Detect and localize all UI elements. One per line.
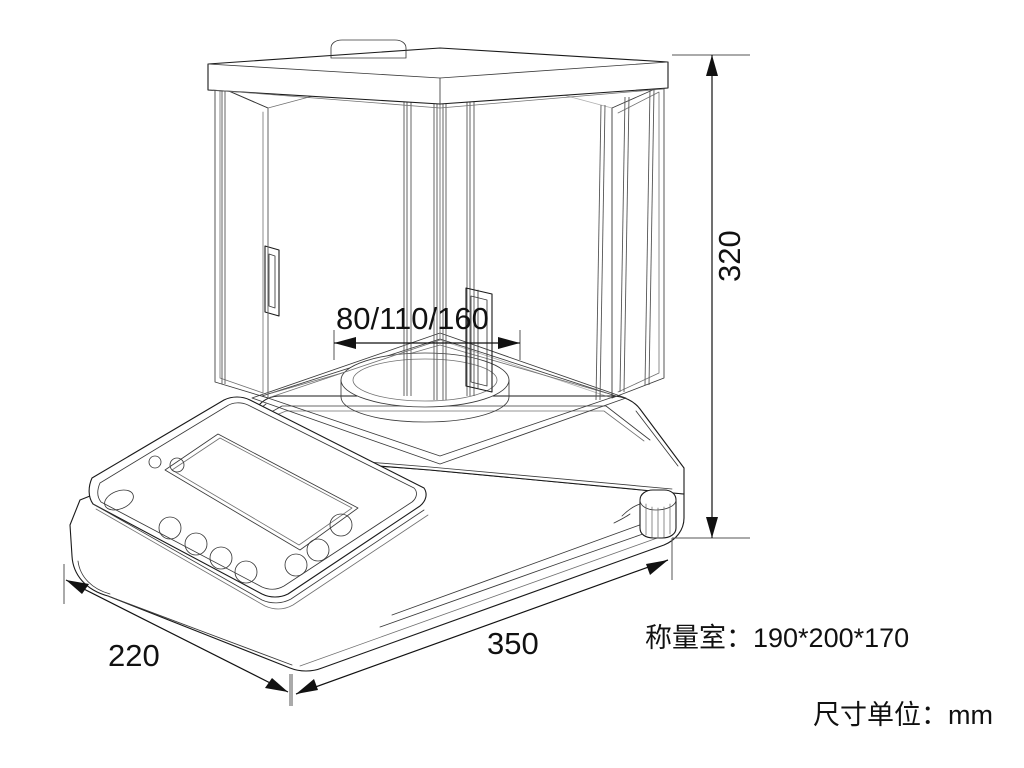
door-handle (264, 245, 280, 317)
control-panel (88, 396, 429, 610)
dimension-label-pan: 80/110/160 (336, 301, 489, 336)
dimension-depth (63, 564, 291, 706)
top-cover-handle (330, 39, 407, 59)
shield-post-right-rear (595, 88, 655, 401)
note-weighing-chamber: 称量室：190*200*170 (645, 623, 910, 653)
note-dimension-unit: 尺寸单位：mm (813, 700, 993, 730)
dimension-height (672, 54, 750, 539)
dimension-label-depth: 220 (108, 638, 160, 673)
shield-post-front-center (433, 79, 447, 400)
dimension-label-width: 350 (487, 626, 539, 661)
dimension-pan (333, 330, 521, 360)
draft-shield-top-cover (207, 39, 669, 109)
draft-shield (214, 61, 665, 401)
shield-post-left-rear (221, 90, 226, 384)
shield-inner-bracket (465, 287, 493, 393)
shield-post-right-center (466, 86, 475, 396)
leveling-foot (613, 489, 677, 539)
dimension-label-height: 320 (712, 230, 747, 282)
dimension-width (291, 538, 673, 706)
shield-post-left-center (403, 86, 412, 396)
